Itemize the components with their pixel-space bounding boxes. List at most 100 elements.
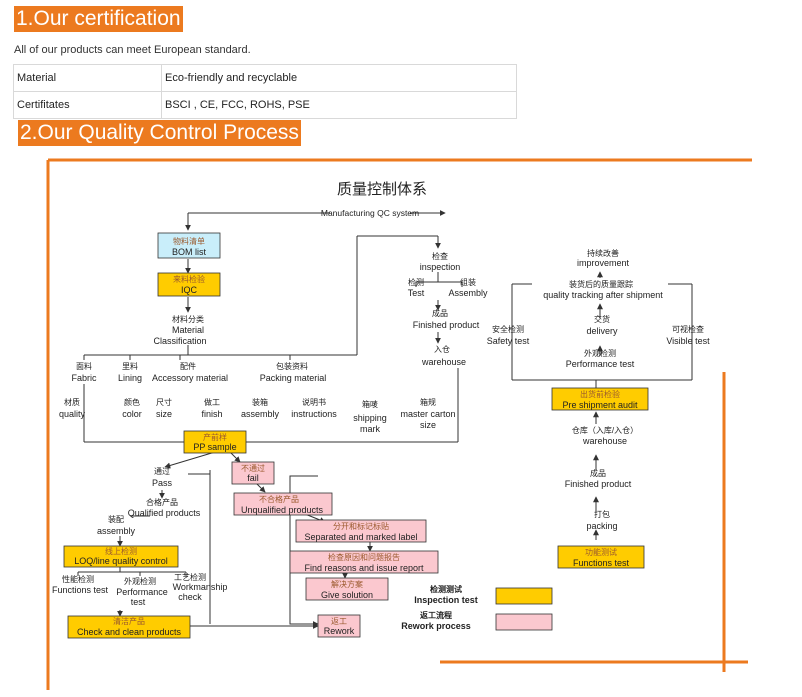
functions-test-box — [557, 545, 645, 569]
pass-cn: 通过 — [154, 466, 170, 476]
pp-en: PP sample — [193, 442, 236, 452]
acc-en: Accessory material — [152, 373, 228, 383]
fail-box — [231, 461, 275, 485]
fp2-en: Finished product — [565, 479, 632, 489]
fabric-cn: 面料 — [76, 361, 92, 371]
legend-inspection-cn: 检测测试 — [430, 584, 462, 594]
track-en: quality tracking after shipment — [543, 290, 663, 300]
wh-en: warehouse — [421, 357, 466, 367]
iqc-box — [157, 272, 221, 297]
find-cn: 检查原因和问题报告 — [328, 552, 400, 562]
iqc-en: IQC — [181, 285, 198, 295]
qp-cn: 合格产品 — [146, 497, 178, 507]
packing-cn: 打包 — [594, 509, 610, 519]
orange-frame — [46, 158, 752, 690]
pack-cn: 包装资料 — [276, 361, 308, 371]
row-value: Eco-friendly and recyclable — [161, 64, 517, 92]
pack-en: Packing material — [260, 373, 327, 383]
safety-cn: 安全检测 — [492, 324, 524, 334]
asm-en: Assembly — [448, 288, 488, 298]
row-label: Material — [13, 64, 162, 92]
func-en: Functions test — [52, 585, 109, 595]
give-solution-box — [305, 577, 389, 601]
legend-rework-cn: 返工流程 — [420, 610, 452, 620]
fail-cn: 不通过 — [241, 463, 265, 473]
row-label: Certifitates — [13, 91, 162, 119]
rework-en: Rework — [324, 626, 355, 636]
fail-en: fail — [247, 473, 259, 483]
mat-en2: Classification — [153, 336, 206, 346]
rework-box — [317, 614, 361, 638]
lining-en: Lining — [118, 373, 142, 383]
finish-en: finish — [201, 409, 222, 419]
qc-system-label: Manufacturing QC system — [321, 208, 419, 218]
size-cn: 尺寸 — [156, 397, 172, 407]
sep-cn: 分开和标记标贴 — [333, 521, 389, 531]
qp-en: Qualified products — [128, 508, 201, 518]
color-cn: 颜色 — [124, 397, 140, 407]
carton-en2: size — [420, 420, 436, 430]
lining-cn: 里料 — [122, 361, 138, 371]
size-en: size — [156, 409, 172, 419]
work-en2: check — [178, 592, 202, 602]
mat-cn: 材料分类 — [172, 314, 204, 324]
wh2-en: warehouse — [582, 436, 627, 446]
separated-box — [295, 519, 427, 543]
wh2-cn: 仓库（入库/入仓） — [572, 425, 638, 435]
perf2-en2: test — [131, 597, 146, 607]
safety-en: Safety test — [487, 336, 530, 346]
delivery-cn: 交货 — [594, 314, 610, 324]
improve-cn: 持续改善 — [587, 248, 619, 258]
visible-en: Visible test — [666, 336, 710, 346]
perf2-en1: Performance — [116, 587, 168, 597]
func-cn: 性能检测 — [62, 574, 94, 584]
give-cn: 解决方案 — [331, 579, 363, 589]
finish-cn: 做工 — [204, 397, 220, 407]
bom-cn: 物料清单 — [173, 236, 205, 246]
perf-en: Performance test — [566, 359, 635, 369]
iqc-cn: 来料检验 — [173, 274, 205, 284]
psa-en: Pre shipment audit — [562, 400, 638, 410]
wh-cn: 入仓 — [434, 344, 450, 354]
pre-shipment-box — [551, 387, 649, 411]
certification-table: Material Eco-friendly and recyclable Cer… — [13, 64, 517, 119]
fp-cn: 成品 — [432, 308, 448, 318]
loq-en: LOQ/line quality control — [74, 556, 168, 566]
test-en: Test — [408, 288, 425, 298]
inspection-cn: 检查 — [432, 251, 448, 261]
asm2-cn: 装配 — [108, 514, 124, 524]
carton-cn: 箱规 — [420, 397, 436, 407]
diagram-title: 质量控制体系 — [337, 181, 427, 198]
psa-cn: 出货前检验 — [580, 389, 620, 399]
give-en: Give solution — [321, 590, 373, 600]
clean-box — [67, 615, 191, 639]
bom-en: BOM list — [172, 247, 207, 257]
visible-cn: 可视检查 — [672, 324, 704, 334]
legend-yellow-swatch — [495, 587, 553, 605]
color-en: color — [122, 409, 142, 419]
unq-en: Unqualified products — [241, 505, 324, 515]
shipping-en1: shipping — [353, 413, 387, 423]
fp2-cn: 成品 — [590, 468, 606, 478]
instructions-cn: 说明书 — [302, 397, 326, 407]
mat-en1: Material — [172, 325, 204, 335]
find-en: Find reasons and issue report — [304, 563, 424, 573]
inspection-en: inspection — [420, 262, 461, 272]
ft-en: Functions test — [573, 558, 630, 568]
pp-sample-box — [183, 430, 247, 454]
fabric-en: Fabric — [71, 373, 97, 383]
sep-en: Separated and marked label — [304, 532, 417, 542]
table-row: Certifitates BSCI , CE, FCC, ROHS, PSE — [13, 91, 517, 119]
delivery-en: delivery — [586, 326, 618, 336]
diagram-labels: 质量控制体系 Manufacturing QC system 物料清单 BOM … — [52, 181, 710, 637]
bom-box — [157, 232, 221, 259]
fp-en: Finished product — [413, 320, 480, 330]
legend-pink-swatch — [495, 613, 553, 631]
flow-connectors — [77, 210, 693, 629]
track-cn: 装货后的质量跟踪 — [569, 279, 633, 289]
quality-cn: 材质 — [64, 397, 80, 407]
shipping-cn: 箱唛 — [362, 399, 378, 409]
work-en1: Workmanship — [173, 582, 228, 592]
section-title-quality-control: 2.Our Quality Control Process — [18, 120, 301, 146]
